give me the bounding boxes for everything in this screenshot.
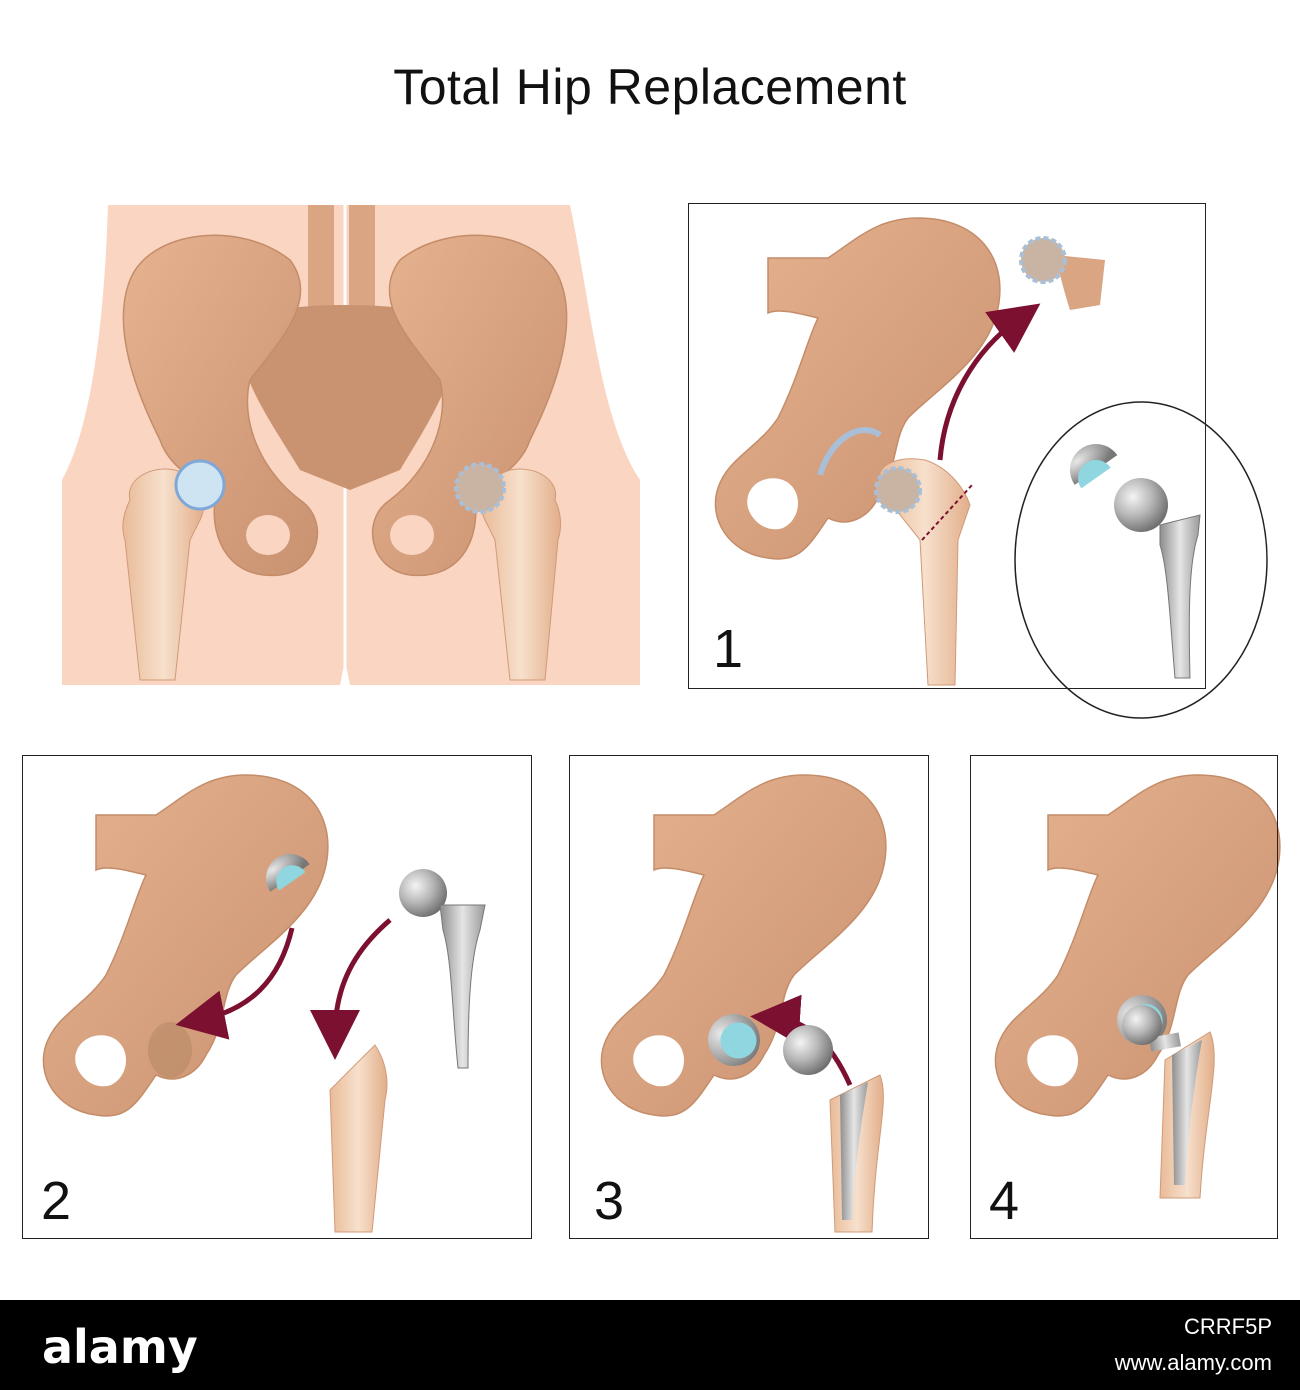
watermark-bar: alamy CRRF5P www.alamy.com (0, 1300, 1300, 1390)
step-1-number: 1 (713, 619, 744, 679)
step-4-illustration (994, 774, 1281, 1199)
implant-inset (1014, 401, 1268, 719)
alamy-logo: alamy (42, 1320, 198, 1374)
step-4-number: 4 (989, 1171, 1020, 1231)
site-url: www.alamy.com (1114, 1350, 1272, 1375)
step-2-panel: 2 (22, 755, 532, 1239)
step-4-panel: 4 (970, 755, 1278, 1239)
pelvis-overview (62, 205, 640, 685)
page-title: Total Hip Replacement (393, 59, 907, 115)
step-1-panel: 1 (688, 203, 1206, 689)
diagram-canvas (42, 205, 1281, 1233)
image-id: CRRF5P (1183, 1314, 1272, 1339)
step-1-illustration (714, 217, 1105, 686)
step-3-panel: 3 (569, 755, 929, 1239)
step-3-illustration (600, 774, 887, 1233)
step-3-number: 3 (594, 1171, 625, 1231)
step-2-number: 2 (41, 1171, 72, 1231)
step-2-illustration (42, 774, 486, 1233)
